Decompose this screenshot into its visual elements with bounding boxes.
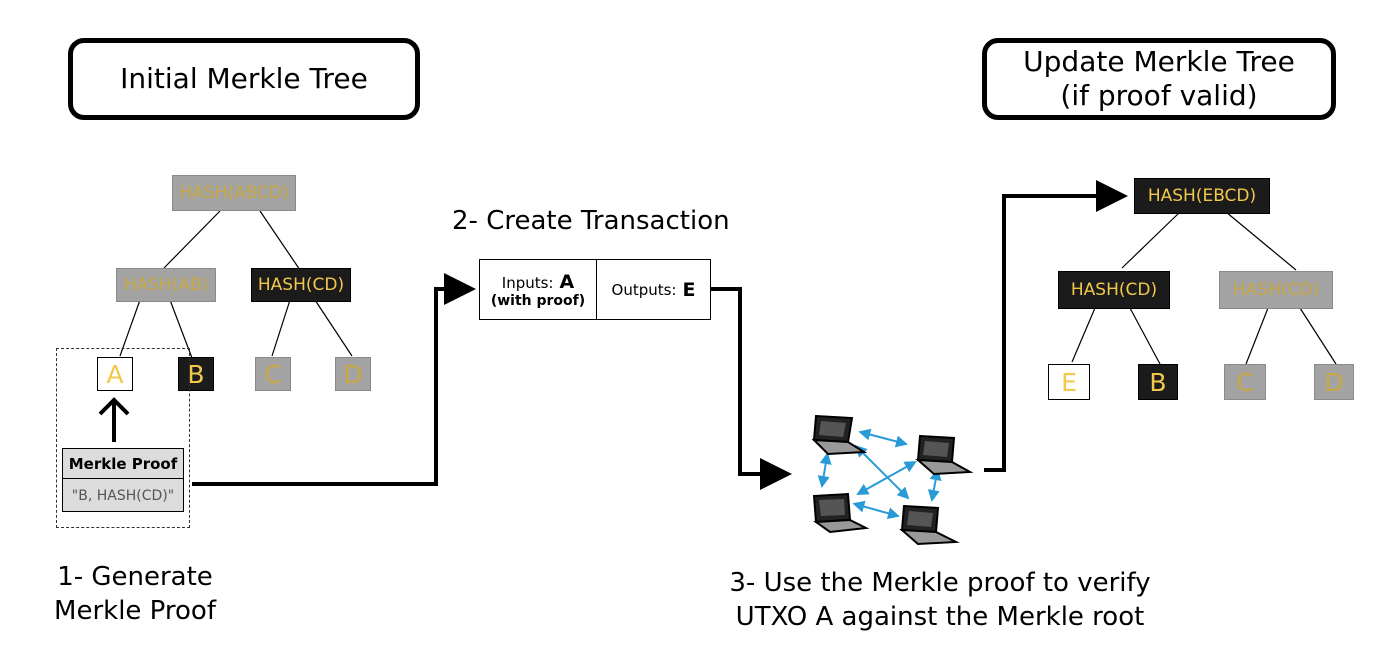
step1-line1: 1- Generate bbox=[57, 562, 213, 592]
initial-leaf-a: A bbox=[97, 357, 133, 391]
updated-root-node: HASH(EBCD) bbox=[1134, 178, 1270, 214]
transaction-box: Inputs: A (with proof) Outputs: E bbox=[479, 259, 711, 320]
updated-right-node: HASH(CD) bbox=[1219, 271, 1333, 309]
initial-root-node: HASH(ABCD) bbox=[172, 175, 296, 211]
laptop-icon bbox=[899, 504, 960, 546]
initial-right-node: HASH(CD) bbox=[251, 268, 351, 302]
updated-tree-title: Update Merkle Tree (if proof valid) bbox=[982, 38, 1336, 120]
merkle-proof-box: Merkle Proof "B, HASH(CD)" bbox=[62, 448, 184, 512]
merkle-proof-value: "B, HASH(CD)" bbox=[71, 487, 175, 504]
initial-tree-edges bbox=[119, 210, 353, 359]
outputs-label: Outputs: bbox=[611, 280, 677, 299]
network-arrows-icon bbox=[817, 428, 942, 520]
proof-region bbox=[56, 348, 190, 528]
proof-to-transaction-arrow bbox=[192, 273, 476, 486]
updated-leaf-c: C bbox=[1224, 364, 1266, 400]
laptop-icon bbox=[812, 492, 870, 534]
initial-leaf-b: B bbox=[178, 357, 214, 391]
network-to-root-arrow bbox=[984, 180, 1128, 472]
updated-leaf-b: B bbox=[1138, 364, 1178, 400]
proof-up-arrow bbox=[98, 397, 130, 442]
updated-leaf-e: E bbox=[1048, 364, 1090, 400]
updated-tree-title-line2: (if proof valid) bbox=[1060, 79, 1258, 112]
initial-tree-title: Initial Merkle Tree bbox=[68, 38, 420, 120]
step1-caption: 1- Generate Merkle Proof bbox=[40, 560, 230, 628]
merkle-proof-header: Merkle Proof bbox=[63, 449, 183, 479]
updated-tree-title-line1: Update Merkle Tree bbox=[1023, 45, 1295, 78]
laptop-icon bbox=[811, 414, 868, 456]
inputs-value: A bbox=[559, 270, 575, 293]
updated-tree-edges bbox=[1071, 211, 1337, 365]
step3-caption: 3- Use the Merkle proof to verify UTXO A… bbox=[690, 566, 1190, 634]
updated-left-node: HASH(CD) bbox=[1058, 271, 1170, 309]
transaction-outputs: Outputs: E bbox=[597, 260, 710, 319]
step3-line1: 3- Use the Merkle proof to verify bbox=[729, 568, 1151, 598]
initial-left-node: HASH(AB) bbox=[116, 268, 216, 302]
updated-leaf-d: D bbox=[1314, 364, 1354, 400]
step3-line2: UTXO A against the Merkle root bbox=[735, 602, 1145, 632]
inputs-note: (with proof) bbox=[490, 292, 586, 309]
inputs-label: Inputs: bbox=[501, 273, 554, 292]
step1-line2: Merkle Proof bbox=[54, 596, 216, 626]
step2-caption: 2- Create Transaction bbox=[452, 206, 730, 236]
laptop-icon bbox=[915, 434, 974, 476]
outputs-value: E bbox=[682, 278, 696, 301]
transaction-to-network-arrow bbox=[711, 287, 792, 490]
initial-leaf-c: C bbox=[255, 357, 291, 391]
transaction-inputs: Inputs: A (with proof) bbox=[480, 260, 597, 319]
initial-tree-title-text: Initial Merkle Tree bbox=[120, 62, 368, 95]
initial-leaf-d: D bbox=[335, 357, 371, 391]
